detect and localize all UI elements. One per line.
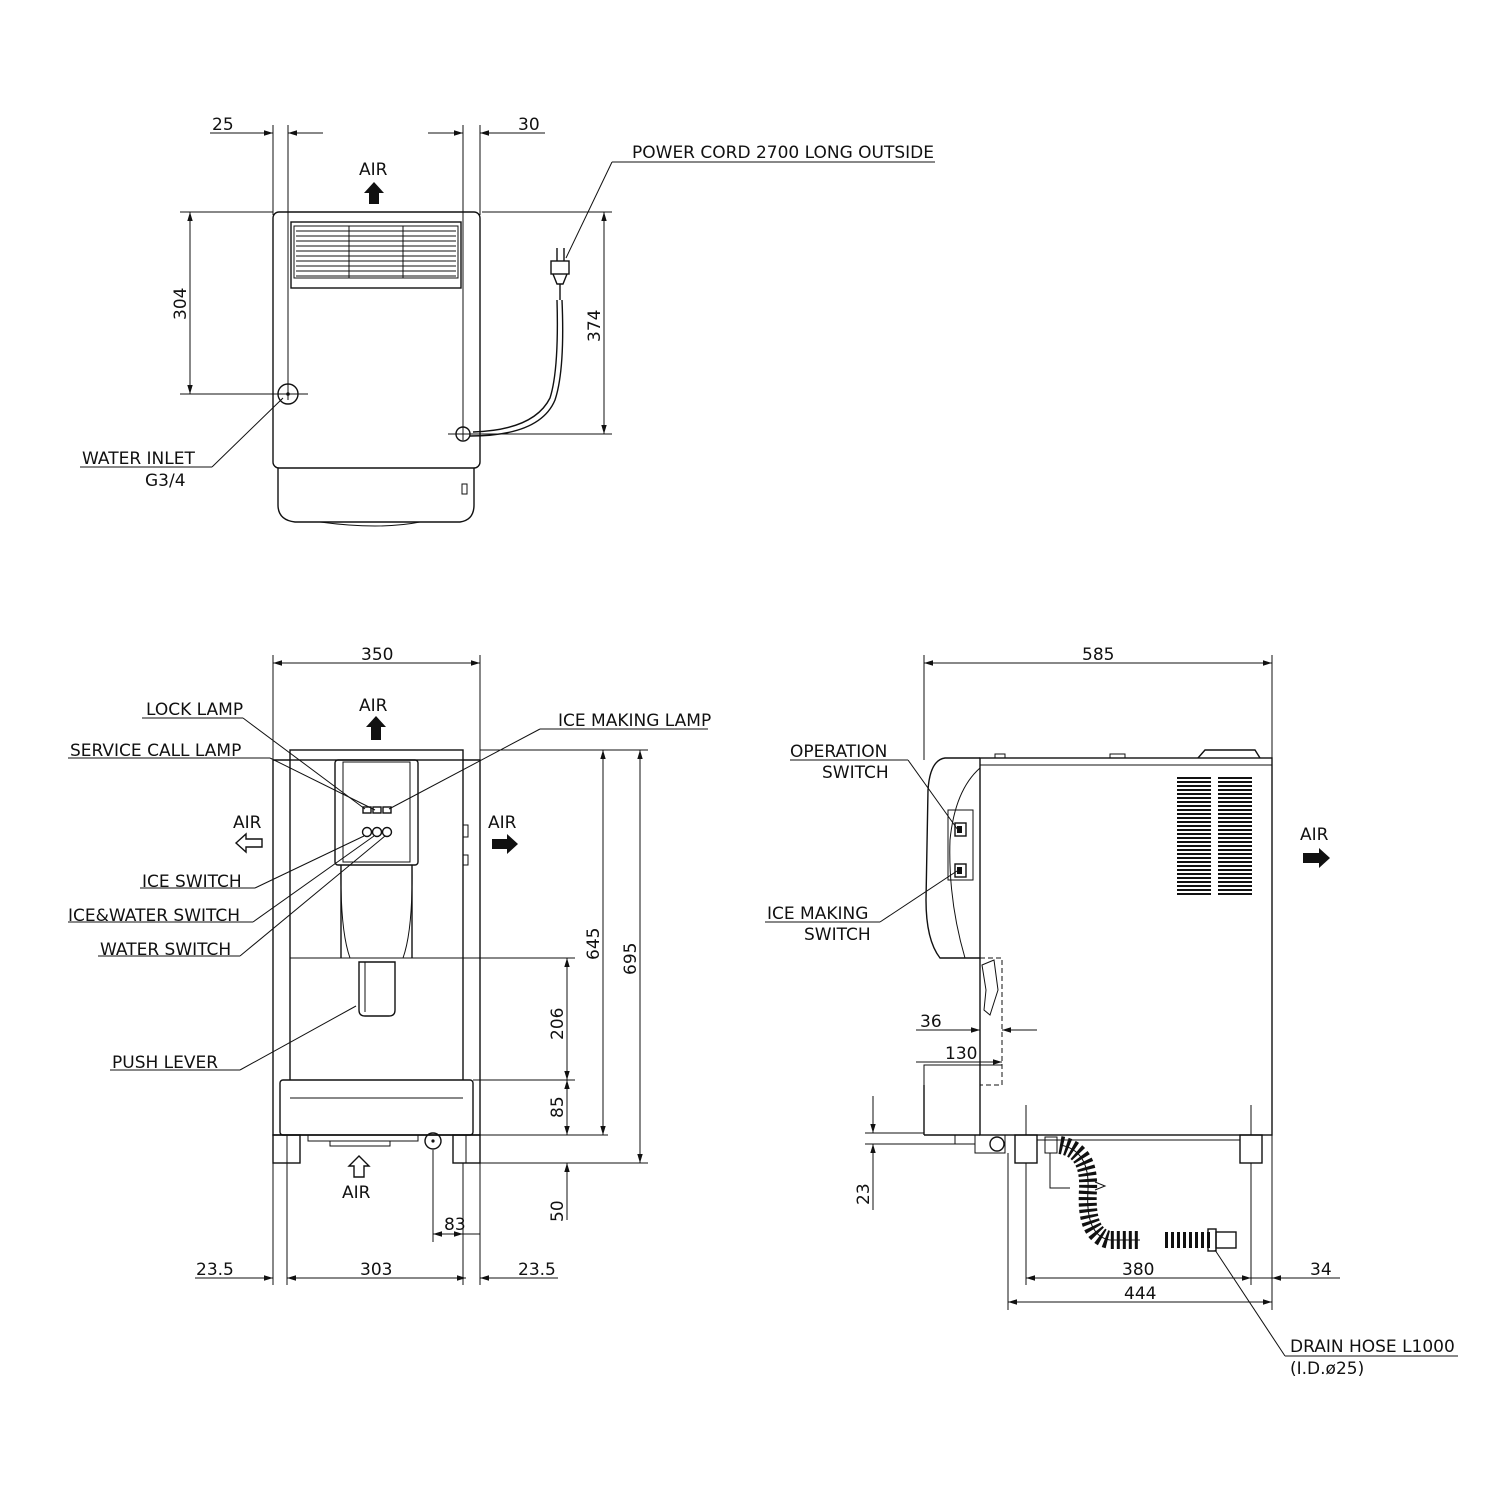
dim-303: 303 xyxy=(360,1260,392,1280)
drain-hose-label-2: (I.D.ø25) xyxy=(1290,1359,1364,1379)
top-grille-slats xyxy=(296,230,456,277)
top-view: 25 30 AIR xyxy=(80,115,935,527)
air-arrow-left-outline-icon xyxy=(234,832,263,854)
ice-making-switch-label-1: ICE MAKING xyxy=(767,904,868,924)
drain-hose-label-1: DRAIN HOSE L1000 xyxy=(1290,1337,1455,1357)
air-arrow-up-outline-icon xyxy=(347,1155,371,1178)
dim-23: 23 xyxy=(854,1183,874,1205)
front-air-bottom: AIR xyxy=(342,1183,371,1203)
dim-645: 645 xyxy=(584,928,604,960)
dim-350: 350 xyxy=(361,645,393,665)
water-switch-icon xyxy=(381,826,393,838)
dim-85: 85 xyxy=(548,1096,568,1118)
air-arrow-right-icon xyxy=(492,834,518,854)
ice-switch-label: ICE SWITCH xyxy=(142,872,242,892)
dim-23-5-left: 23.5 xyxy=(196,1260,234,1280)
ice-making-lamp-label: ICE MAKING LAMP xyxy=(558,711,711,731)
dim-50: 50 xyxy=(548,1200,568,1222)
front-air-top: AIR xyxy=(359,696,388,716)
push-lever-icon xyxy=(358,961,396,1017)
air-arrow-right-icon xyxy=(1303,848,1330,868)
dim-695: 695 xyxy=(621,943,641,975)
water-inlet-size: G3/4 xyxy=(145,471,186,491)
front-air-left: AIR xyxy=(233,813,262,833)
dim-206: 206 xyxy=(548,1008,568,1040)
dim-25: 25 xyxy=(212,115,234,135)
water-inlet-label: WATER INLET xyxy=(82,449,195,469)
service-call-lamp-label: SERVICE CALL LAMP xyxy=(70,741,241,761)
side-view: 585 xyxy=(765,645,1458,1379)
front-view: 350 AIR xyxy=(68,645,711,1285)
operation-switch-label-1: OPERATION xyxy=(790,742,887,762)
dim-36: 36 xyxy=(920,1012,942,1032)
side-louvers xyxy=(1177,777,1252,895)
dim-23-5-right: 23.5 xyxy=(518,1260,556,1280)
air-arrow-up-icon xyxy=(366,716,386,740)
air-arrow-up-icon xyxy=(364,182,384,204)
ice-water-switch-icon xyxy=(371,826,383,838)
plug-icon xyxy=(550,248,570,300)
front-air-right: AIR xyxy=(488,813,517,833)
service-call-lamp-icon xyxy=(372,806,382,814)
lock-lamp-icon xyxy=(362,806,372,814)
operation-switch-label-2: SWITCH xyxy=(822,763,889,783)
ice-making-switch-label-2: SWITCH xyxy=(804,925,871,945)
water-switch-label: WATER SWITCH xyxy=(100,940,231,960)
top-air-label: AIR xyxy=(359,160,388,180)
dim-444: 444 xyxy=(1124,1284,1156,1304)
lock-lamp-label: LOCK LAMP xyxy=(146,700,243,720)
ice-switch-icon xyxy=(361,826,373,838)
ice-water-switch-label: ICE&WATER SWITCH xyxy=(68,906,240,926)
dim-34: 34 xyxy=(1310,1260,1332,1280)
dim-304: 304 xyxy=(171,288,191,320)
dim-30: 30 xyxy=(518,115,540,135)
dim-585: 585 xyxy=(1082,645,1114,665)
power-cord-label: POWER CORD 2700 LONG OUTSIDE xyxy=(632,143,934,163)
ice-making-lamp-icon xyxy=(382,806,392,814)
dim-83: 83 xyxy=(444,1215,466,1235)
drain-hose-icon xyxy=(1057,1136,1140,1249)
side-air-label: AIR xyxy=(1300,825,1329,845)
push-lever-label: PUSH LEVER xyxy=(112,1053,218,1073)
dim-380: 380 xyxy=(1122,1260,1154,1280)
dim-130: 130 xyxy=(945,1044,977,1064)
dim-374: 374 xyxy=(585,310,605,342)
